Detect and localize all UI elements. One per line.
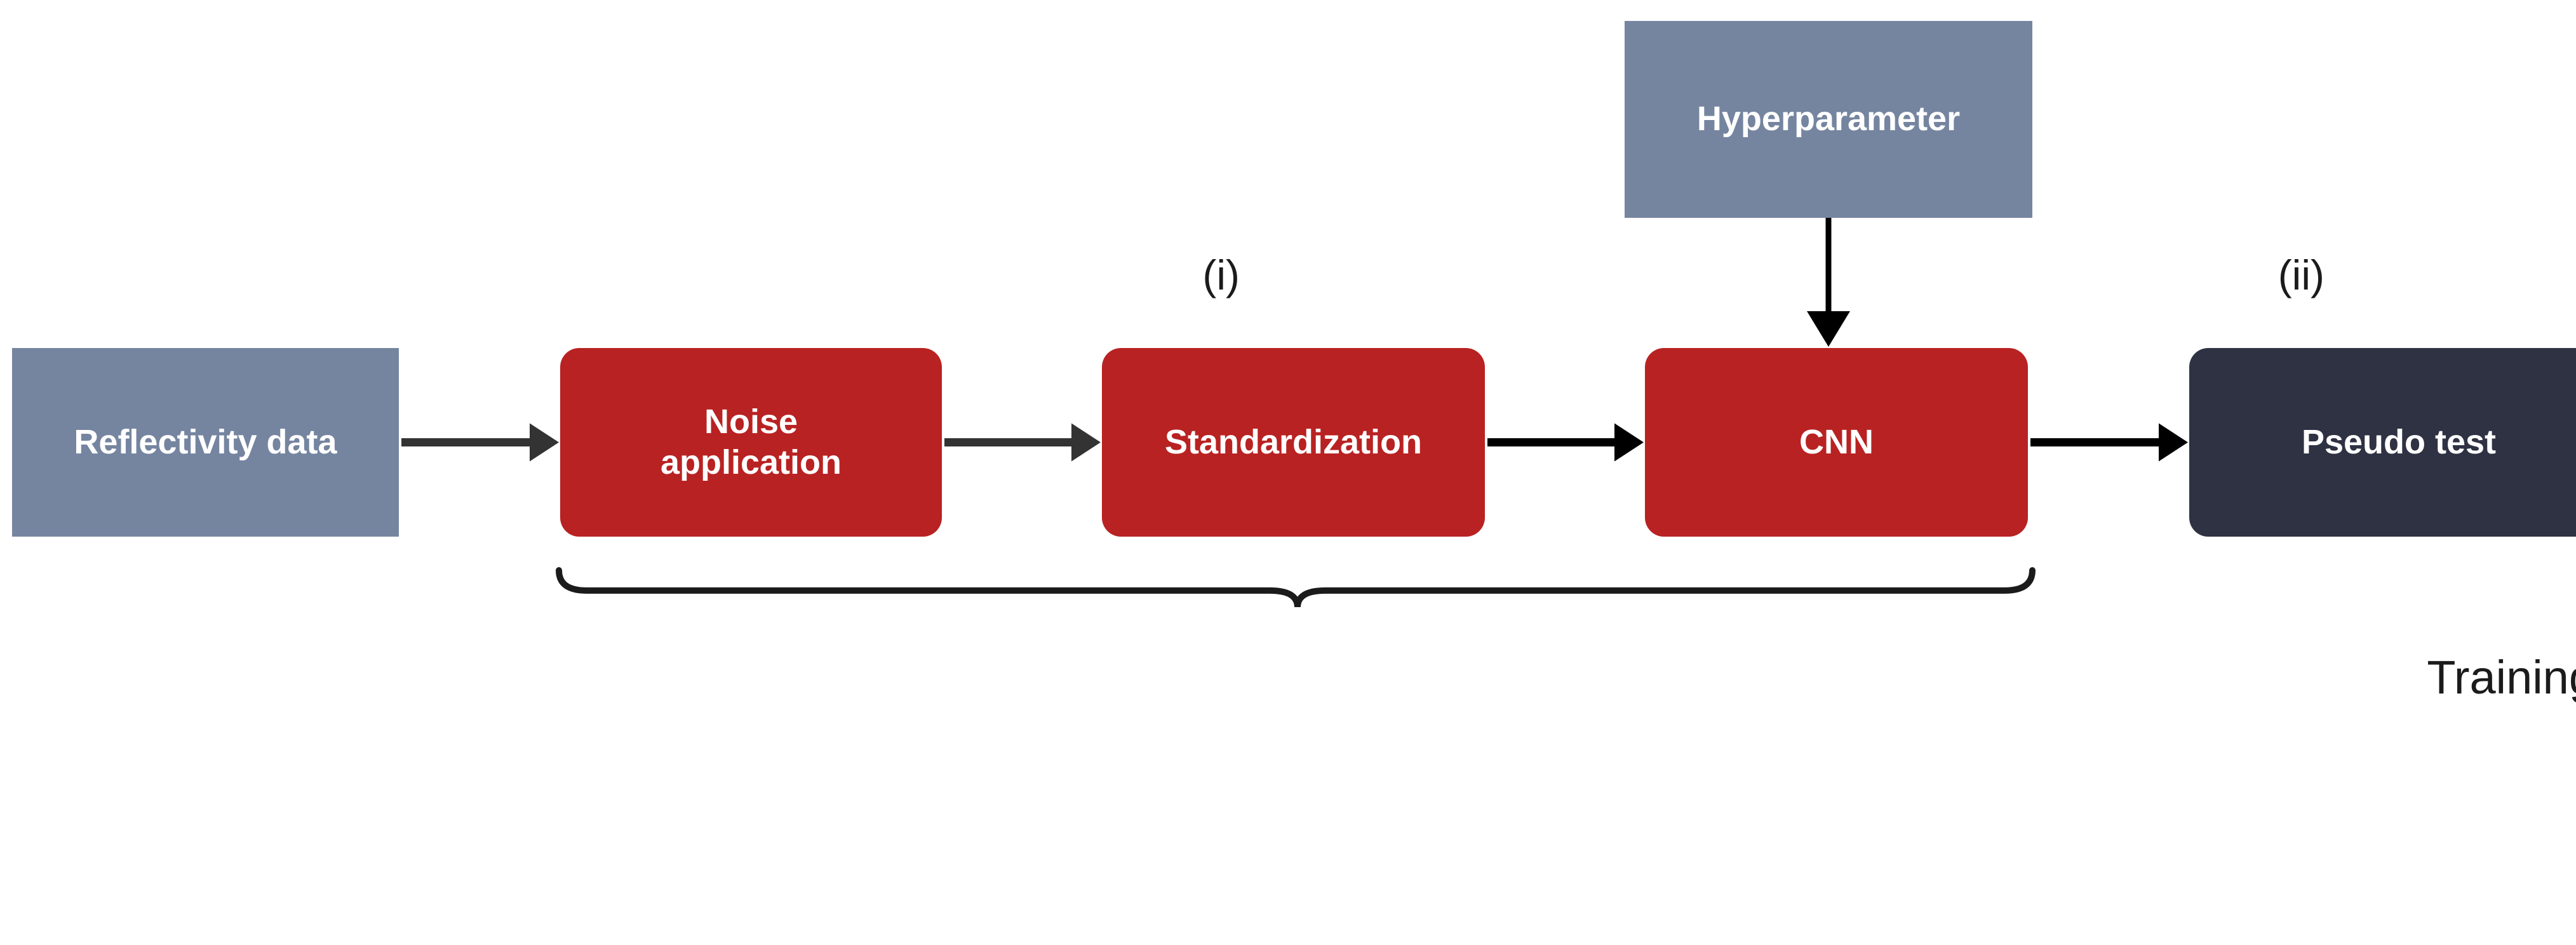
node-noise-application-label: Noise application — [661, 402, 842, 483]
arrow-hyperparameter-to-cnn-head — [1807, 311, 1850, 347]
node-noise-application[interactable]: Noise application — [560, 348, 942, 537]
training-group-label: Training — [2427, 651, 2576, 704]
arrow-standardization-to-cnn — [1487, 423, 1644, 462]
node-standardization[interactable]: Standardization — [1102, 348, 1485, 537]
arrow-cnn-to-pseudo-test-head — [2159, 423, 2188, 462]
arrow-reflectivity-to-noise — [401, 423, 559, 462]
node-noise-application-label-line2: application — [660, 443, 842, 481]
node-hyperparameter-label: Hyperparameter — [1696, 100, 1961, 138]
node-pseudo-test[interactable]: Pseudo test — [2189, 348, 2576, 537]
arrow-reflectivity-to-noise-head — [530, 423, 559, 462]
step-label-i: (i) — [1202, 251, 1240, 298]
node-cnn[interactable]: CNN — [1645, 348, 2028, 537]
node-reflectivity-data[interactable]: Reflectivity data — [12, 348, 399, 537]
node-hyperparameter[interactable]: Hyperparameter — [1625, 21, 2032, 218]
node-standardization-label: Standardization — [1164, 422, 1423, 461]
arrow-cnn-to-pseudo-test — [2030, 423, 2188, 462]
node-pseudo-test-label: Pseudo test — [2301, 422, 2497, 461]
node-noise-application-label-line1: Noise — [704, 402, 798, 441]
arrow-standardization-to-cnn-head — [1614, 423, 1644, 462]
arrow-noise-to-standardization-head — [1071, 423, 1101, 462]
arrow-noise-to-standardization — [944, 423, 1101, 462]
step-label-ii: (ii) — [2277, 251, 2324, 298]
step-label-iv: (iv) — [0, 254, 2576, 296]
training-brace — [556, 567, 2036, 608]
node-cnn-label: CNN — [1799, 422, 1874, 461]
node-reflectivity-data-label: Reflectivity data — [74, 422, 337, 461]
